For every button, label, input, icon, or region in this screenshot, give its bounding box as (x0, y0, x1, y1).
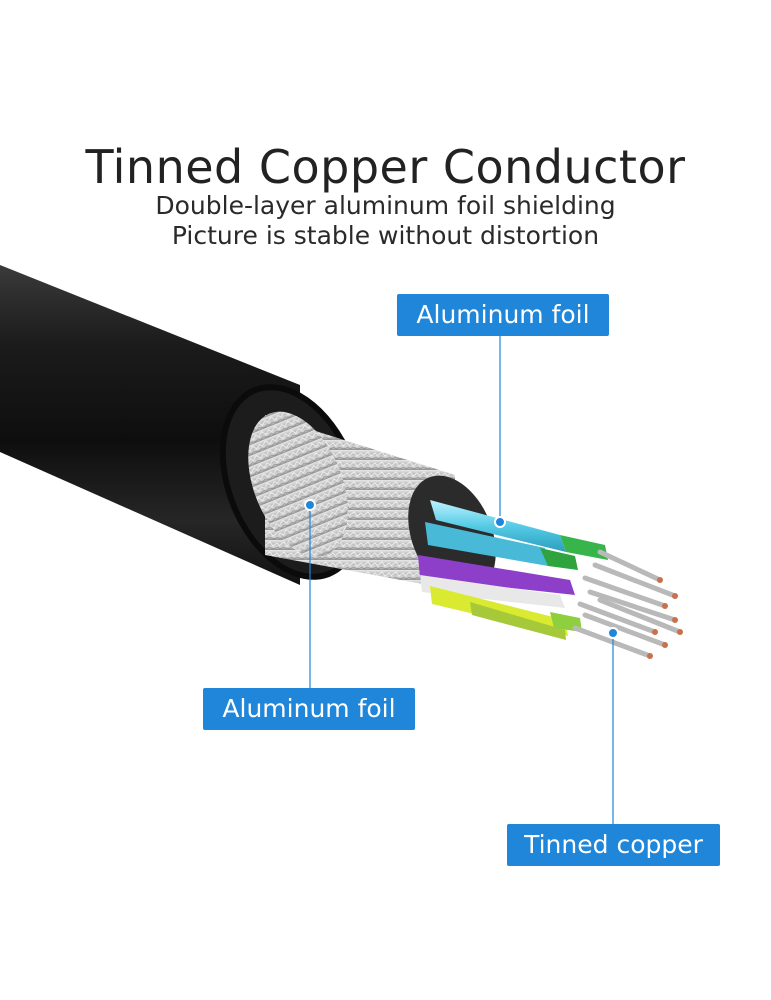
inner-wires (418, 500, 608, 640)
leader-dots (304, 499, 619, 639)
subtitle-shielding: Double-layer aluminum foil shielding (155, 191, 616, 220)
callout-aluminum-foil-left: Aluminum foil (203, 688, 415, 730)
tinned-copper-strands (572, 549, 683, 659)
callout-tinned-copper: Tinned copper (507, 824, 720, 866)
callout-aluminum-foil-top: Aluminum foil (397, 294, 609, 336)
leader-lines (309, 336, 614, 824)
subtitle-stability: Picture is stable without distortion (171, 221, 600, 250)
main-title: Tinned Copper Conductor (85, 140, 686, 194)
